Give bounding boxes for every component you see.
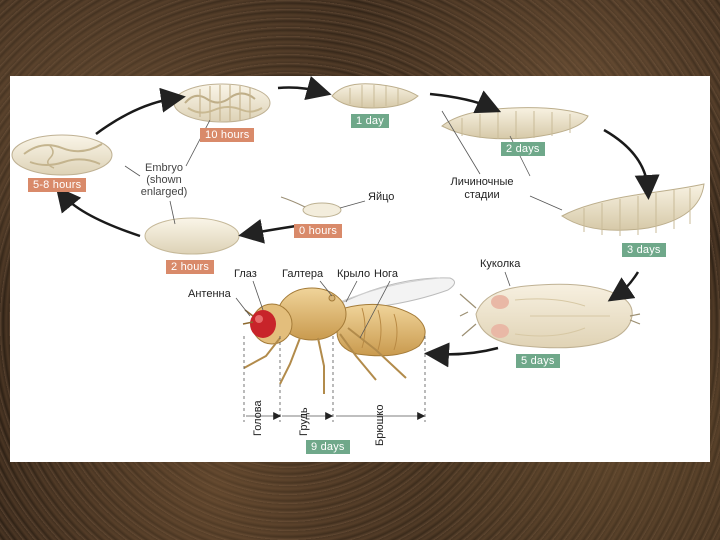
life-cycle-panel: 10 hours 5-8 hours 2 hours 0 hours 1 day… bbox=[10, 76, 710, 462]
stage-label-0h: 0 hours bbox=[294, 224, 343, 238]
egg-0h bbox=[280, 196, 342, 218]
stage-label-2d: 2 days bbox=[501, 142, 545, 156]
leader-lines bbox=[124, 110, 563, 339]
label-leg: Нога bbox=[374, 268, 398, 280]
label-thorax: Грудь bbox=[298, 407, 310, 436]
stage-label-9d: 9 days bbox=[306, 440, 350, 454]
embryo-note-line1: Embryo bbox=[145, 162, 183, 174]
larva-2d bbox=[441, 107, 589, 140]
label-wing: Крыло bbox=[337, 268, 371, 280]
adult-fly-9d bbox=[242, 277, 455, 394]
label-head: Голова bbox=[252, 400, 264, 436]
label-antenna: Антенна bbox=[188, 288, 231, 300]
life-cycle-diagram bbox=[11, 76, 705, 422]
embryo-5-8h bbox=[11, 134, 113, 176]
larva-3d bbox=[561, 183, 705, 236]
label-larval-stages-line1: Личиночные bbox=[450, 176, 514, 188]
stage-label-2h: 2 hours bbox=[166, 260, 215, 274]
cycle-arrows bbox=[55, 76, 660, 368]
pupa-5d bbox=[459, 283, 641, 349]
embryo-10h bbox=[173, 83, 271, 123]
stage-label-1d: 1 day bbox=[351, 114, 389, 128]
stage-label-10h: 10 hours bbox=[200, 128, 255, 142]
embryo-note-line3: enlarged) bbox=[140, 186, 188, 198]
embryo-note: Embryo (shown enlarged) bbox=[134, 162, 194, 198]
stage-label-3d: 3 days bbox=[622, 243, 666, 257]
label-abdomen: Брюшко bbox=[374, 404, 386, 446]
embryo-note-line2: (shown bbox=[146, 174, 182, 186]
stage-label-5-8h: 5-8 hours bbox=[28, 178, 87, 192]
label-eye: Глаз bbox=[234, 268, 257, 280]
larva-1d bbox=[331, 83, 419, 109]
label-larval-stages-line2: стадии bbox=[464, 189, 500, 201]
label-egg: Яйцо bbox=[368, 191, 395, 203]
label-larval-stages: Личиночные стадии bbox=[442, 176, 522, 202]
label-haltere: Галтера bbox=[282, 268, 324, 280]
label-pupa: Куколка bbox=[480, 258, 521, 270]
egg-2h bbox=[144, 217, 240, 255]
stage-label-5d: 5 days bbox=[516, 354, 560, 368]
